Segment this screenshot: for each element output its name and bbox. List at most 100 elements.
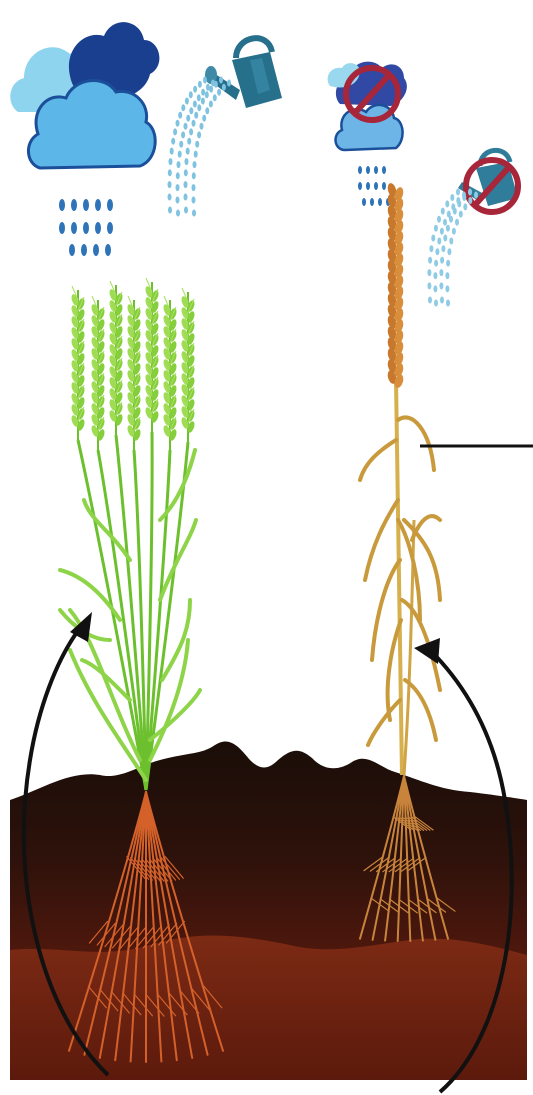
water-droplet: [427, 269, 431, 276]
rain-drop: [366, 166, 370, 174]
water-droplet: [468, 197, 472, 204]
crossed-out-watering-can-icon: [458, 150, 518, 212]
water-droplet: [449, 238, 453, 245]
water-droplet: [186, 148, 190, 155]
water-droplet: [443, 235, 447, 242]
water-droplet: [168, 181, 172, 188]
water-droplet: [440, 228, 444, 235]
green-leaves: [60, 450, 200, 780]
water-droplet: [168, 207, 172, 214]
rain-drop: [358, 166, 362, 174]
water-droplet: [428, 297, 432, 304]
rain-drop: [59, 199, 65, 211]
water-droplet: [446, 300, 450, 307]
water-droplet: [201, 98, 205, 105]
water-droplet: [189, 128, 193, 135]
green-wheat-ear: [70, 286, 86, 440]
water-droplet: [168, 194, 172, 201]
water-droplet: [446, 225, 450, 232]
water-droplet: [193, 86, 197, 93]
water-droplet: [429, 245, 433, 252]
water-droplet: [439, 269, 443, 276]
rain-drop: [366, 182, 370, 190]
water-droplet: [169, 158, 173, 165]
green-ears: [70, 278, 196, 450]
rain-drop: [71, 222, 77, 234]
rain-drop: [83, 222, 89, 234]
water-droplet: [193, 101, 197, 108]
water-droplet: [446, 260, 450, 267]
water-droplet: [463, 203, 467, 210]
water-droplet: [445, 200, 449, 207]
water-droplet: [452, 228, 456, 235]
water-droplet: [447, 248, 451, 255]
water-droplet: [186, 115, 190, 122]
water-droplet: [192, 210, 196, 217]
water-droplet: [449, 216, 453, 223]
rain-drop: [378, 198, 382, 206]
water-droplet: [184, 207, 188, 214]
rain-drop: [358, 182, 362, 190]
water-droplet: [192, 120, 196, 127]
water-droplet: [176, 184, 180, 191]
rain-cloud-icon: [10, 22, 159, 256]
water-droplet: [189, 107, 193, 114]
water-droplet: [456, 189, 460, 196]
rain-drop: [95, 199, 101, 211]
water-droplet: [185, 158, 189, 165]
water-droplet: [181, 131, 185, 138]
water-droplet: [200, 123, 204, 130]
water-droplet: [194, 112, 198, 119]
water-droplet: [468, 189, 472, 196]
water-droplet: [443, 219, 447, 226]
water-droplet: [195, 141, 199, 148]
water-droplet: [205, 107, 209, 114]
water-droplet: [435, 248, 439, 255]
water-droplet: [459, 211, 463, 218]
rain-drop: [93, 244, 99, 256]
water-droplet: [437, 238, 441, 245]
water-droplet: [214, 81, 218, 88]
water-droplet: [202, 115, 206, 122]
small-rain-drops: [358, 166, 390, 206]
water-droplet: [178, 112, 182, 119]
rain-drops: [59, 199, 113, 256]
rain-drop: [107, 222, 113, 234]
rain-drop: [382, 166, 386, 174]
water-droplet: [437, 216, 441, 223]
water-droplet: [184, 181, 188, 188]
water-droplet: [170, 148, 174, 155]
rain-drop: [382, 182, 386, 190]
rain-drop: [71, 199, 77, 211]
rain-drop: [374, 166, 378, 174]
water-droplet: [457, 200, 461, 207]
water-droplet: [441, 208, 445, 215]
water-droplet: [184, 169, 188, 176]
water-droplet: [201, 89, 205, 96]
water-spray-left: [168, 77, 232, 217]
water-droplet: [184, 194, 188, 201]
water-droplet: [203, 77, 207, 84]
water-droplet: [217, 89, 221, 96]
water-droplet: [213, 94, 217, 101]
water-droplet: [179, 141, 183, 148]
water-droplet: [176, 210, 180, 217]
water-droplet: [192, 172, 196, 179]
water-droplet: [176, 172, 180, 179]
water-droplet: [440, 257, 444, 264]
rain-drop: [370, 198, 374, 206]
rain-drop: [362, 198, 366, 206]
water-droplet: [434, 300, 438, 307]
water-droplet: [197, 104, 201, 111]
water-droplet: [209, 101, 213, 108]
water-droplet: [455, 219, 459, 226]
water-droplet: [178, 151, 182, 158]
water-droplet: [173, 128, 177, 135]
water-droplet: [197, 94, 201, 101]
water-droplet: [445, 285, 449, 292]
water-droplet: [176, 120, 180, 127]
water-droplet: [176, 197, 180, 204]
water-droplet: [431, 235, 435, 242]
